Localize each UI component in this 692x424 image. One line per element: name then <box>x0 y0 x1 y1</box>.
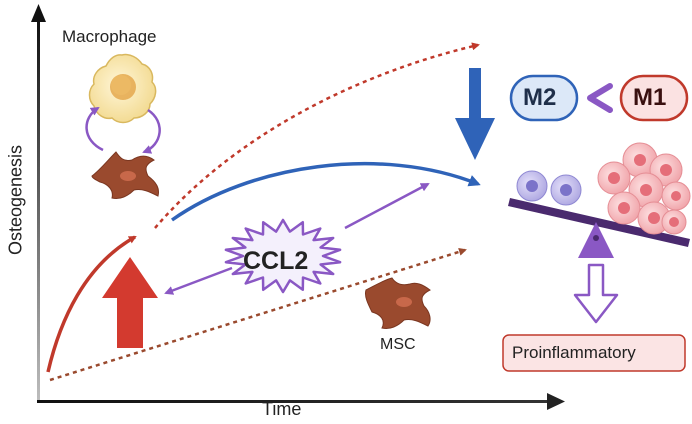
m1-cell-icon <box>597 142 691 235</box>
outline-down-arrow <box>573 263 619 324</box>
m1-label: M1 <box>633 84 667 111</box>
red-up-arrow <box>102 257 158 348</box>
blue-down-arrow <box>455 68 495 160</box>
y-axis-label: Osteogenesis <box>5 144 26 256</box>
x-axis <box>37 393 565 410</box>
cycle-arrow-right <box>142 108 161 154</box>
cycle-arrow-left <box>85 106 104 152</box>
x-axis-label: Time <box>262 399 302 419</box>
proinflammatory-label: Proinflammatory <box>512 343 636 362</box>
brown-dotted-line <box>49 247 467 382</box>
macrophage-label: Macrophage <box>62 27 157 46</box>
ccl2-arrow-right <box>344 182 430 230</box>
macrophage-icon <box>88 53 157 124</box>
m2-pill <box>509 74 579 122</box>
msc-label: MSC <box>380 336 416 353</box>
proinflammatory-box <box>502 334 686 372</box>
ccl2-arrow-left <box>164 266 233 295</box>
ccl2-label: CCL2 <box>243 247 309 275</box>
red-solid-curve <box>46 235 137 373</box>
blue-curve <box>170 161 481 222</box>
m1-pill <box>619 74 689 122</box>
seesaw-icon <box>508 198 690 258</box>
m2-label: M2 <box>523 84 557 111</box>
msc-cell-icon <box>91 151 159 199</box>
m2-cell-icon <box>516 170 582 206</box>
msc-cell-icon-bottom <box>365 277 431 329</box>
y-axis <box>31 4 46 402</box>
starburst-icon <box>224 218 342 294</box>
less-than-sign <box>587 83 613 113</box>
